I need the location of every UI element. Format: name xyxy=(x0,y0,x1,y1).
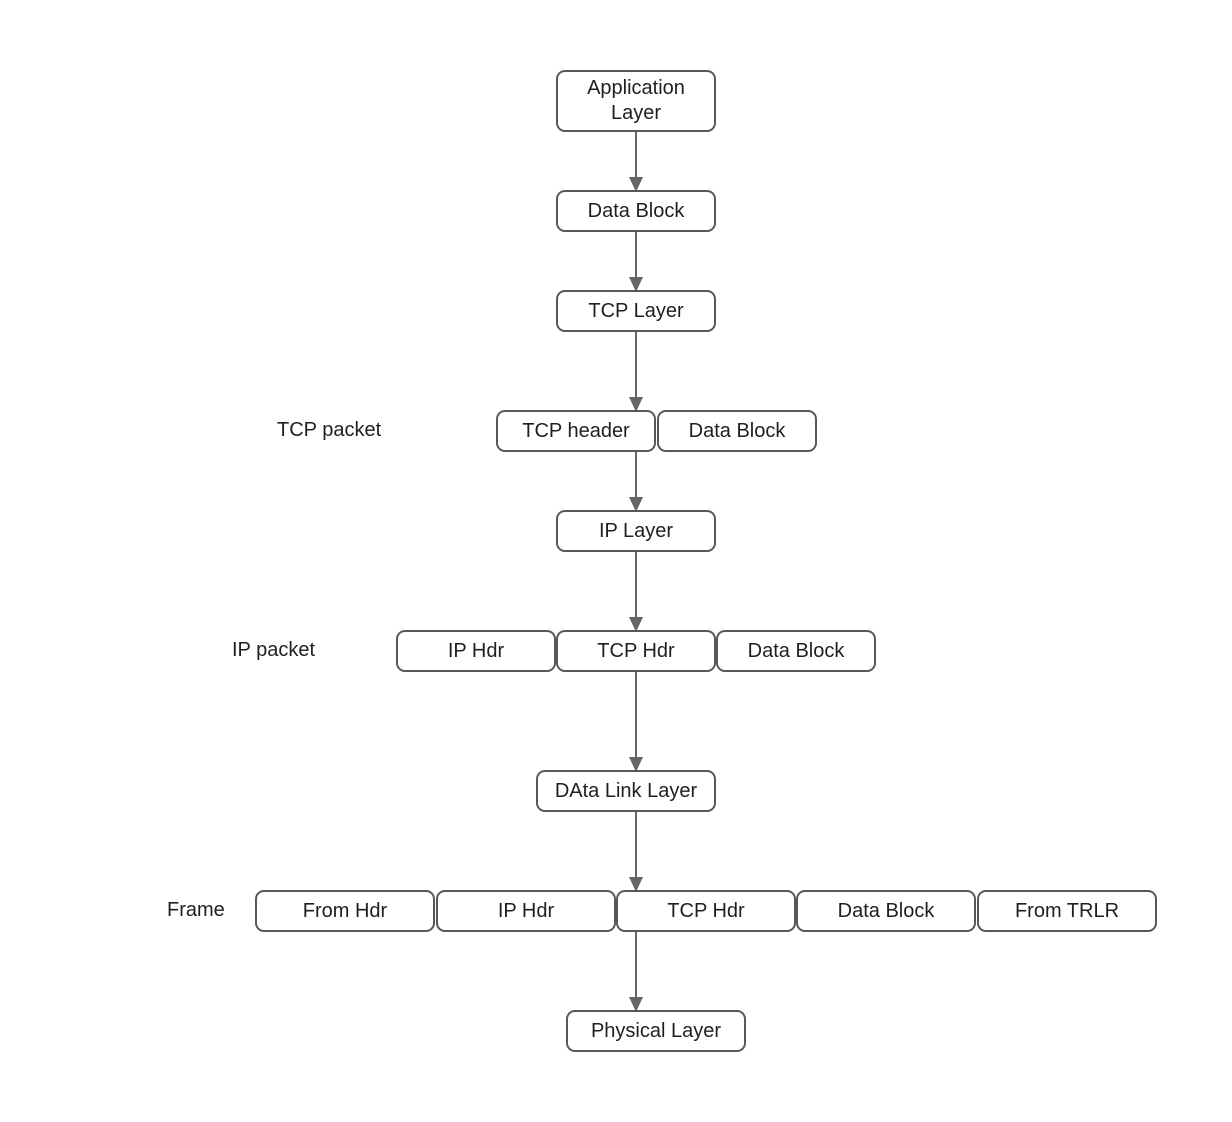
ip-packet-data-block: Data Block xyxy=(716,630,876,672)
arrow-ip-packet-to-data-link xyxy=(629,672,643,772)
tcp-packet-row-label: TCP packet xyxy=(277,419,382,441)
arrow-data-block-to-tcp-layer xyxy=(629,232,643,292)
tcp-header: TCP header xyxy=(496,410,656,452)
ip-layer: IP Layer xyxy=(556,510,716,552)
frame-tcp-hdr: TCP Hdr xyxy=(616,890,796,932)
frame-from-trlr: From TRLR xyxy=(977,890,1157,932)
data-link-layer: DAta Link Layer xyxy=(536,770,716,812)
arrow-tcp-packet-to-ip-layer xyxy=(629,452,643,512)
ip-packet-tcp-hdr: TCP Hdr xyxy=(556,630,716,672)
frame-data-block: Data Block xyxy=(796,890,976,932)
frame-from-hdr: From Hdr xyxy=(255,890,435,932)
data-block-1: Data Block xyxy=(556,190,716,232)
tcp-layer: TCP Layer xyxy=(556,290,716,332)
application-layer: Application Layer xyxy=(556,70,716,132)
arrow-data-link-to-frame xyxy=(629,812,643,892)
ip-packet-row-label: IP packet xyxy=(232,639,316,661)
ip-hdr: IP Hdr xyxy=(396,630,556,672)
arrow-ip-layer-to-ip-packet xyxy=(629,552,643,632)
physical-layer: Physical Layer xyxy=(566,1010,746,1052)
arrow-tcp-layer-to-tcp-packet xyxy=(629,332,643,412)
frame-ip-hdr: IP Hdr xyxy=(436,890,616,932)
arrow-frame-to-physical xyxy=(629,932,643,1012)
tcp-packet-data-block: Data Block xyxy=(657,410,817,452)
frame-row-label: Frame xyxy=(167,899,225,921)
arrow-application-to-data-block xyxy=(629,132,643,192)
